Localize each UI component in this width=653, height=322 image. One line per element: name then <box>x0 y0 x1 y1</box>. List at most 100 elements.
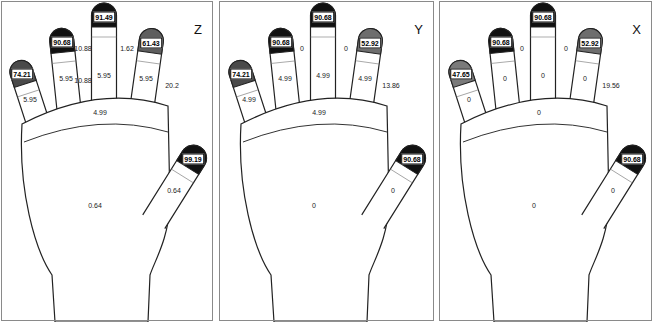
fingertip-value: 74.21 <box>230 69 252 80</box>
finger <box>92 3 117 105</box>
fingertip-value: 90.68 <box>51 37 73 48</box>
region-value: 13.86 <box>382 82 400 89</box>
region-value: 5.95 <box>59 75 73 82</box>
knuckle-line <box>463 124 607 142</box>
fingertip-cap <box>138 27 165 54</box>
finger-outline <box>49 27 81 109</box>
finger-outline <box>488 27 520 109</box>
region-value: 4.99 <box>312 109 326 116</box>
finger-outline <box>362 140 431 228</box>
fingertip-cap <box>357 27 384 54</box>
thumb <box>143 140 212 228</box>
finger-outline <box>268 27 300 109</box>
region-value: 1.62 <box>120 45 134 52</box>
region-value: 0.64 <box>88 202 102 209</box>
joint-line <box>491 61 515 64</box>
fingertip-value: 52.92 <box>579 38 601 49</box>
region-value: 0 <box>467 96 471 103</box>
region-value: 19.56 <box>602 82 620 89</box>
joint-line <box>271 61 295 64</box>
region-value: 0 <box>300 45 304 52</box>
fingertip-value: 99.19 <box>182 154 204 165</box>
region-value: 5.95 <box>97 72 111 79</box>
region-value: 10.88 <box>74 77 92 84</box>
finger-outline <box>143 140 212 228</box>
region-value: 0 <box>532 202 536 209</box>
region-value: 10.88 <box>74 45 92 52</box>
fingertip-cap <box>92 3 117 27</box>
finger-outline <box>531 3 556 105</box>
finger <box>268 27 300 109</box>
region-value: 0 <box>541 72 545 79</box>
joint-line <box>355 61 379 64</box>
panel-frame: Z <box>1 1 213 321</box>
fingertip-value: 90.68 <box>312 12 334 23</box>
fingertip-value: 90.68 <box>270 37 292 48</box>
finger <box>130 27 165 110</box>
fingertip-value: 52.92 <box>359 38 381 49</box>
joint-line <box>390 169 412 183</box>
finger-outline <box>582 140 651 228</box>
fingertip-cap <box>226 57 255 87</box>
fingertip-cap <box>7 57 36 87</box>
region-value: 0 <box>537 109 541 116</box>
panel-axis-label: Z <box>194 22 202 37</box>
finger <box>488 27 520 109</box>
region-value: 0 <box>520 45 524 52</box>
joint-line <box>92 37 117 38</box>
fingertip-cap <box>446 57 475 87</box>
region-value: 0.64 <box>167 187 181 194</box>
fingertip-cap <box>531 3 556 27</box>
finger-outline <box>311 3 336 105</box>
region-value: 20.2 <box>165 82 179 89</box>
finger <box>531 3 556 105</box>
joint-line <box>136 61 160 64</box>
finger-outline <box>92 3 117 105</box>
fingertip-value: 90.68 <box>621 154 643 165</box>
fingertip-cap <box>268 27 294 53</box>
joint-line <box>575 61 599 64</box>
region-value: 0 <box>312 202 316 209</box>
region-value: 0 <box>503 75 507 82</box>
panel-axis-label: X <box>632 22 641 37</box>
region-value: 0 <box>564 45 568 52</box>
region-value: 4.99 <box>242 96 256 103</box>
fingertip-value: 61.43 <box>140 38 162 49</box>
region-value: 0 <box>583 75 587 82</box>
region-value: 0 <box>391 187 395 194</box>
region-value: 0 <box>344 45 348 52</box>
region-value: 4.99 <box>93 109 107 116</box>
finger <box>49 27 81 109</box>
finger-outline <box>349 27 384 110</box>
finger <box>311 3 336 105</box>
panel-frame: X <box>439 1 652 321</box>
fingertip-value: 47.65 <box>450 69 472 80</box>
thumb <box>582 140 651 228</box>
joint-line <box>52 61 76 64</box>
joint-line <box>311 37 336 38</box>
finger <box>569 27 604 110</box>
fingertip-cap <box>488 27 514 53</box>
hand <box>446 3 651 322</box>
knuckle-line <box>24 124 168 142</box>
region-value: 0 <box>611 187 615 194</box>
fingertip-value: 90.68 <box>532 12 554 23</box>
thumb <box>362 140 431 228</box>
fingertip-cap <box>577 27 604 54</box>
knuckle-line <box>243 124 387 142</box>
finger-outline <box>569 27 604 110</box>
region-value: 4.99 <box>316 72 330 79</box>
fingertip-cap <box>311 3 336 27</box>
region-value: 4.99 <box>278 75 292 82</box>
fingertip-value: 90.68 <box>490 37 512 48</box>
joint-line <box>610 169 632 183</box>
region-value: 5.95 <box>23 96 37 103</box>
region-value: 4.99 <box>358 75 372 82</box>
finger-outline <box>130 27 165 110</box>
joint-line <box>171 169 193 183</box>
hand <box>7 3 212 322</box>
fingertip-cap <box>177 140 212 174</box>
joint-line <box>531 37 556 38</box>
